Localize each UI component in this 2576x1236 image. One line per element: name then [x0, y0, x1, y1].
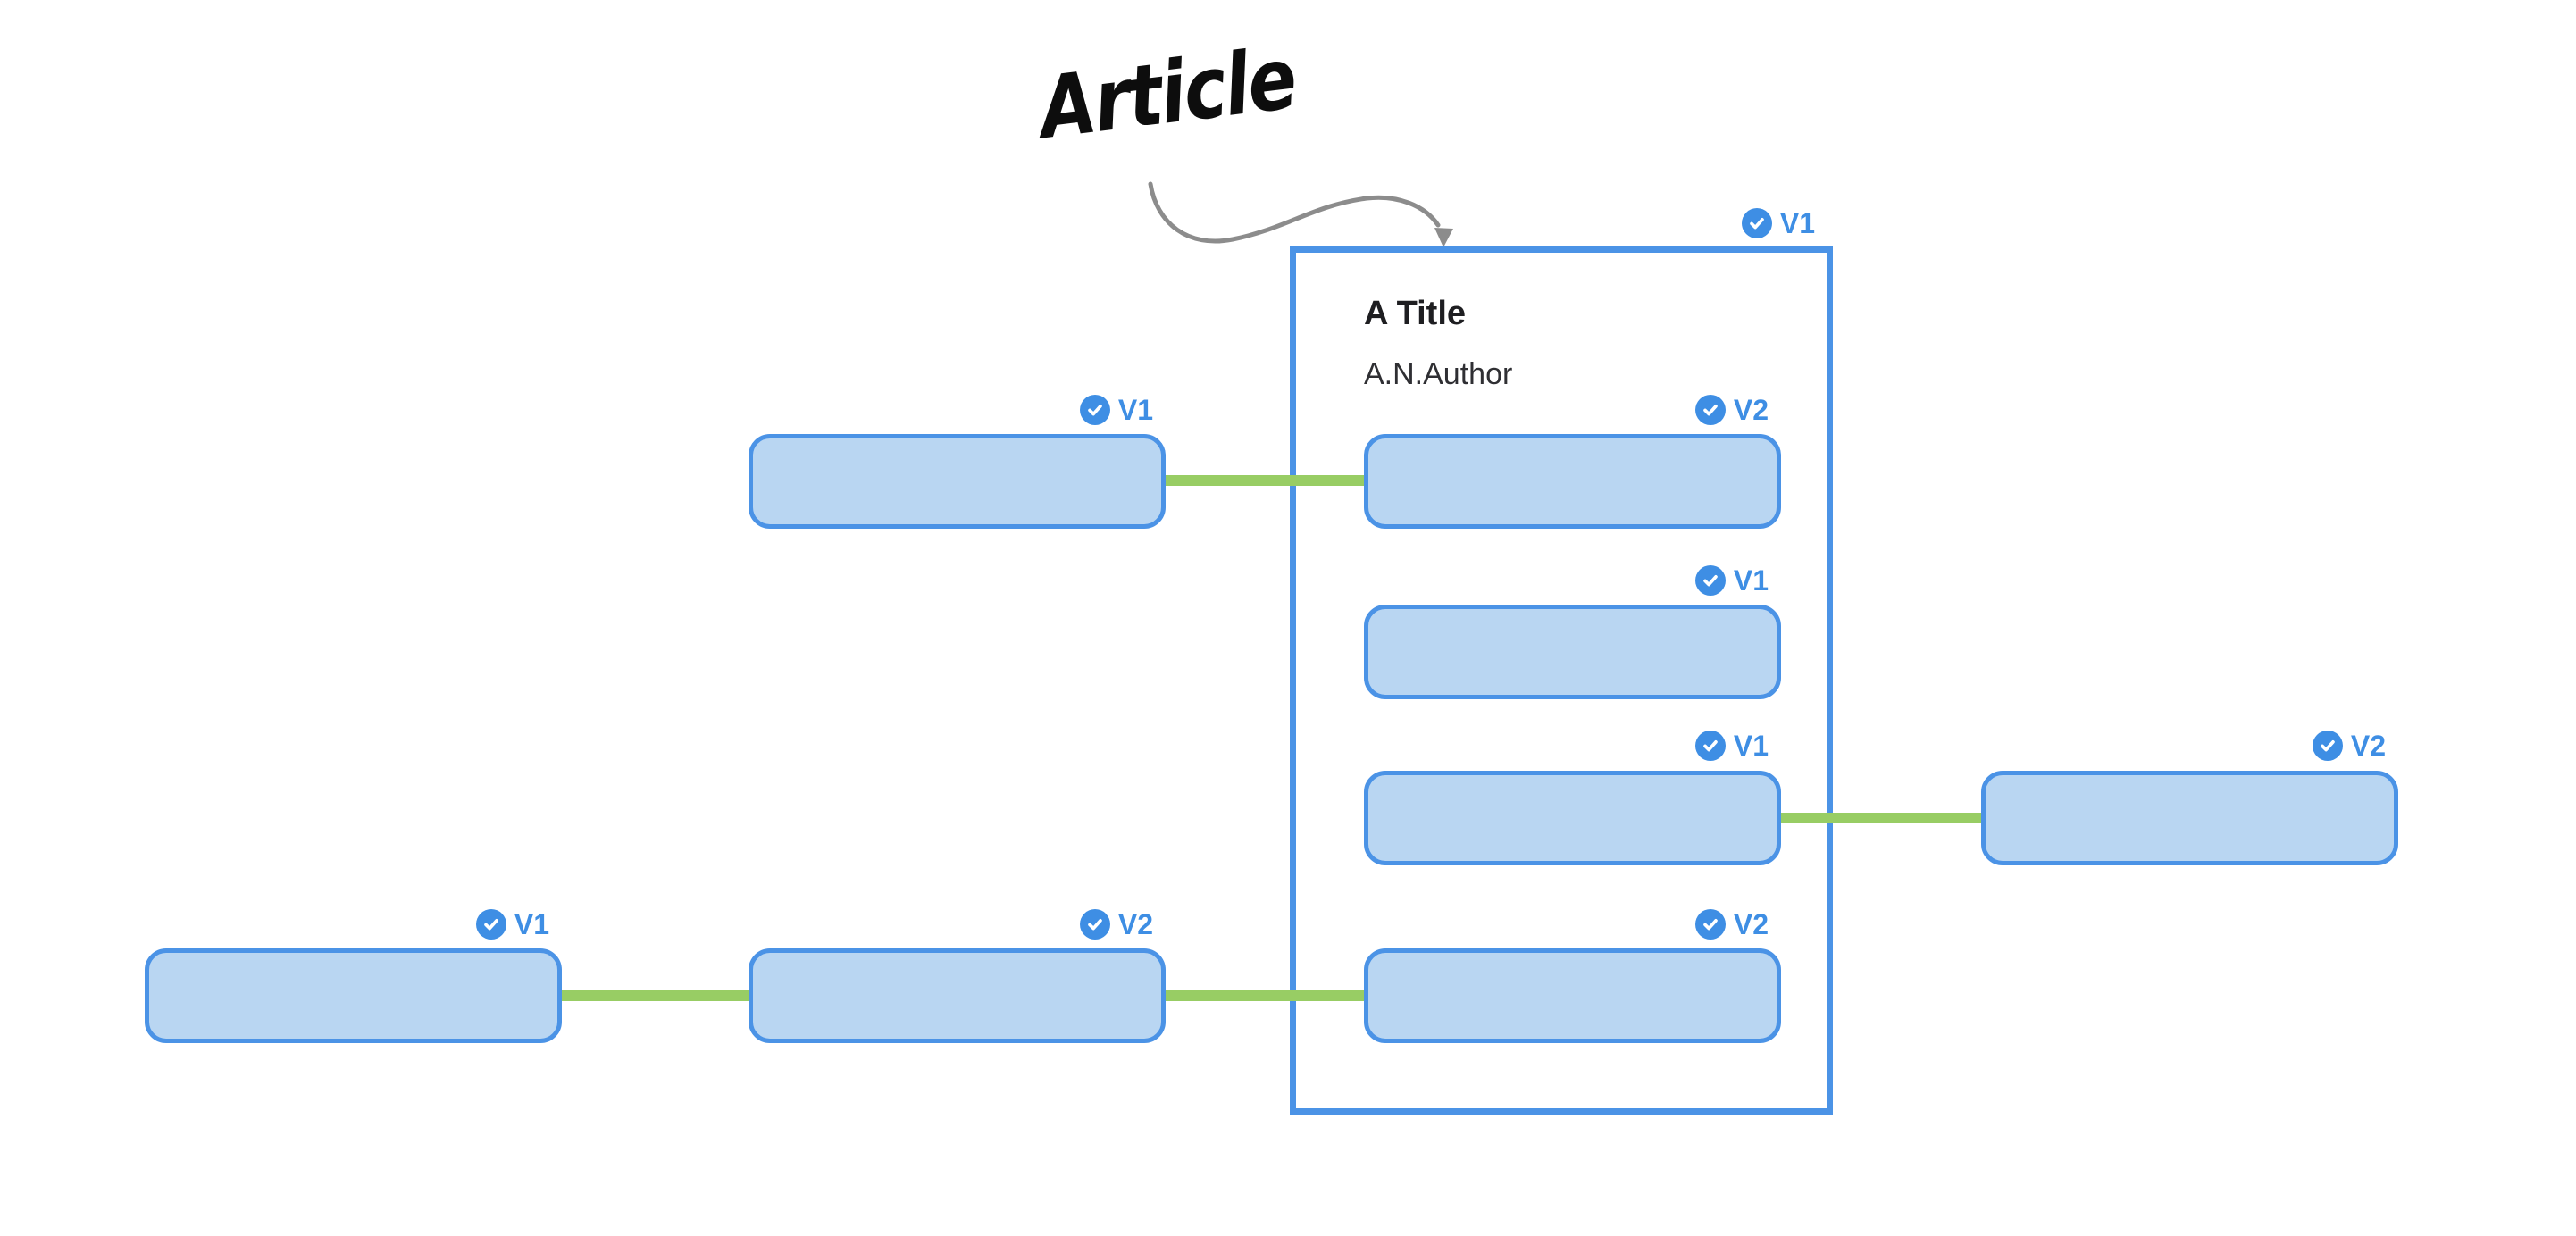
version-label: V1	[1733, 730, 1769, 762]
check-icon	[475, 909, 506, 940]
version-box-row2-inside[interactable]	[1364, 605, 1781, 699]
check-icon	[1741, 208, 1772, 238]
article-title: A Title	[1364, 295, 1467, 332]
version-box-row4-middle[interactable]	[749, 948, 1166, 1043]
connector-row4-right	[1164, 990, 1366, 1001]
check-icon	[1694, 565, 1726, 596]
article-version-badge: V1	[1741, 205, 1815, 241]
version-label: V1	[1733, 564, 1769, 597]
version-label: V2	[1733, 908, 1769, 940]
check-icon	[1694, 909, 1726, 940]
version-badge-row2-inside: V1	[1694, 563, 1769, 598]
version-badge-row1-inside: V2	[1694, 392, 1769, 428]
version-label: V1	[1779, 207, 1815, 239]
check-icon	[1079, 395, 1110, 425]
annotation-arrow-icon	[1148, 181, 1453, 247]
check-icon	[1694, 731, 1726, 761]
check-icon	[1079, 909, 1110, 940]
connector-row1	[1164, 475, 1366, 486]
annotation-label: Article	[1034, 29, 1301, 159]
connector-row3	[1779, 813, 1983, 823]
check-icon	[2312, 731, 2343, 761]
version-box-row4-inside[interactable]	[1364, 948, 1781, 1043]
version-box-row1-inside[interactable]	[1364, 434, 1781, 529]
version-badge-row4-left: V1	[475, 906, 549, 942]
version-badge-row4-inside: V2	[1694, 906, 1769, 942]
version-badge-row4-middle: V2	[1079, 906, 1153, 942]
version-badge-row1-left: V1	[1079, 392, 1153, 428]
version-label: V2	[1733, 394, 1769, 426]
version-label: V2	[1117, 908, 1153, 940]
version-badge-row3-right: V2	[2312, 728, 2386, 764]
check-icon	[1694, 395, 1726, 425]
version-box-row1-left[interactable]	[749, 434, 1166, 529]
version-box-row3-inside[interactable]	[1364, 771, 1781, 865]
version-box-row4-left[interactable]	[145, 948, 562, 1043]
version-box-row3-right[interactable]	[1981, 771, 2398, 865]
version-badge-row3-inside: V1	[1694, 728, 1769, 764]
version-label: V1	[514, 908, 549, 940]
article-author: A.N.Author	[1364, 357, 1513, 391]
version-label: V2	[2350, 730, 2386, 762]
version-label: V1	[1117, 394, 1153, 426]
connector-row4-left	[560, 990, 750, 1001]
